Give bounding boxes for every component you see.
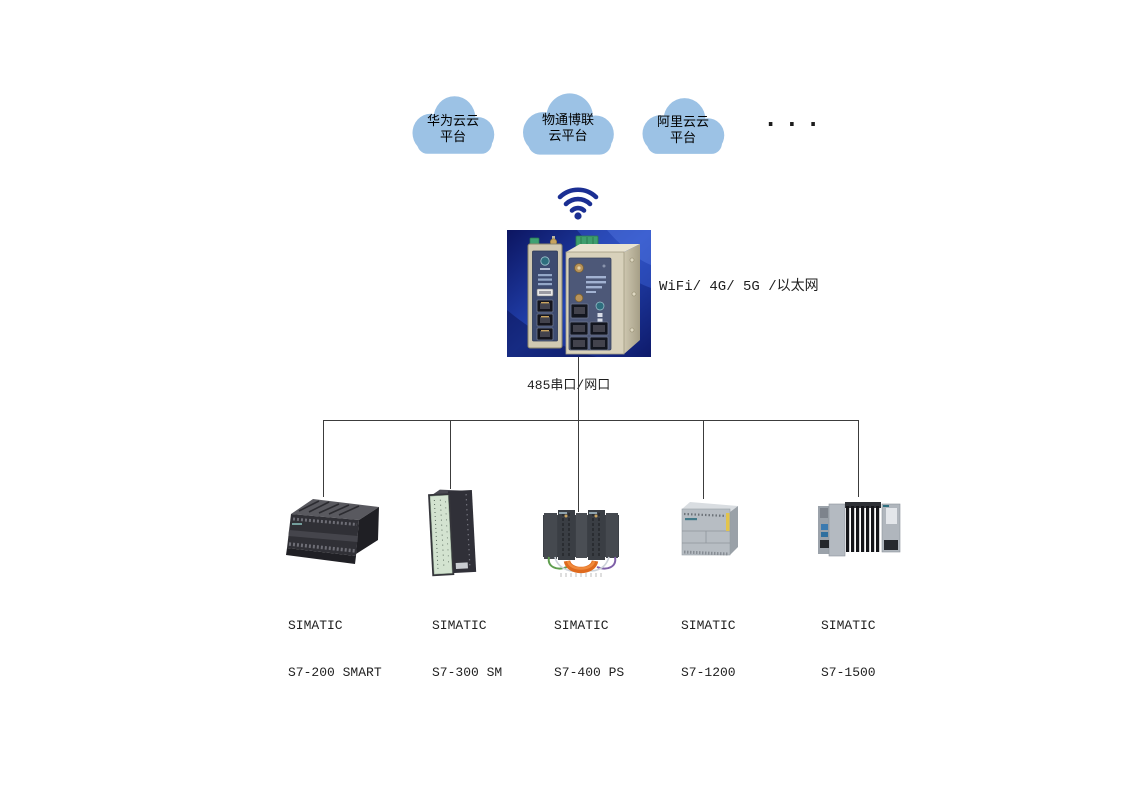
cloud-node-aliyun: 阿里云云 平台 xyxy=(638,95,728,157)
plc-model: S7-300 SM xyxy=(432,664,503,680)
ethernet-ports-left-unit xyxy=(536,299,554,341)
cloud-icon xyxy=(412,96,495,154)
drop-line-s7-200 xyxy=(323,420,324,497)
plc-label-s7-200: SIMATIC S7-200 SMART xyxy=(288,587,382,711)
plc-label-s7-1500: SIMATIC S7-1500 xyxy=(821,587,876,711)
cloud-label: 华为云云 平台 xyxy=(408,93,498,157)
gateway-left-unit xyxy=(527,236,563,349)
plc-model: S7-200 SMART xyxy=(288,664,382,680)
plc-model: S7-1500 xyxy=(821,664,876,680)
plc-brand: SIMATIC xyxy=(821,618,876,633)
gateway-downlink-line xyxy=(578,357,579,420)
cloud-label: 物通博联 云平台 xyxy=(518,90,618,158)
drop-line-s7-1500 xyxy=(858,420,859,497)
cloud-icon xyxy=(642,98,725,154)
more-platforms-dots: ··· xyxy=(764,113,828,138)
cloud-label-line1: 华为云云 xyxy=(426,113,479,128)
s7-200-smart-image xyxy=(286,499,379,564)
s7-300-sm-image xyxy=(428,489,477,577)
drop-line-s7-1200 xyxy=(703,420,704,499)
s7-1500-image xyxy=(818,502,901,557)
gateway-right-unit xyxy=(565,235,640,355)
wifi-icon xyxy=(557,187,599,220)
plc-brand: SIMATIC xyxy=(554,618,609,633)
cloud-label-line2: 平台 xyxy=(669,130,696,145)
cloud-label-line1: 物通博联 xyxy=(541,112,594,127)
bus-line xyxy=(323,420,859,421)
cloud-icon xyxy=(523,93,614,155)
ethernet-ports-right-unit xyxy=(569,321,609,351)
plc-brand: SIMATIC xyxy=(288,618,343,633)
plc-model: S7-1200 xyxy=(681,664,736,680)
plc-label-s7-400: SIMATIC S7-400 PS xyxy=(554,587,624,711)
drop-line-s7-400 xyxy=(578,420,579,512)
s7-1200-image xyxy=(681,502,738,556)
uplink-label: WiFi/ 4G/ 5G /以太网 xyxy=(659,279,819,295)
downlink-label: 485串口/网口 xyxy=(527,378,611,393)
cloud-label-line2: 云平台 xyxy=(548,128,588,143)
plc-brand: SIMATIC xyxy=(681,618,736,633)
watermark-smudge xyxy=(560,573,604,577)
gateway-device-photo xyxy=(507,230,651,357)
drop-line-s7-300 xyxy=(450,420,451,489)
cloud-node-huawei: 华为云云 平台 xyxy=(408,93,498,157)
cloud-label-line2: 平台 xyxy=(439,129,466,144)
s7-400-ps-image xyxy=(543,510,619,574)
plc-label-s7-1200: SIMATIC S7-1200 xyxy=(681,587,736,711)
plc-brand: SIMATIC xyxy=(432,618,487,633)
cloud-label: 阿里云云 平台 xyxy=(638,95,728,157)
cloud-node-wutongbolian: 物通博联 云平台 xyxy=(518,90,618,158)
plc-model: S7-400 PS xyxy=(554,664,625,680)
plc-label-s7-300: SIMATIC S7-300 SM xyxy=(432,587,502,711)
cloud-label-line1: 阿里云云 xyxy=(656,114,709,129)
